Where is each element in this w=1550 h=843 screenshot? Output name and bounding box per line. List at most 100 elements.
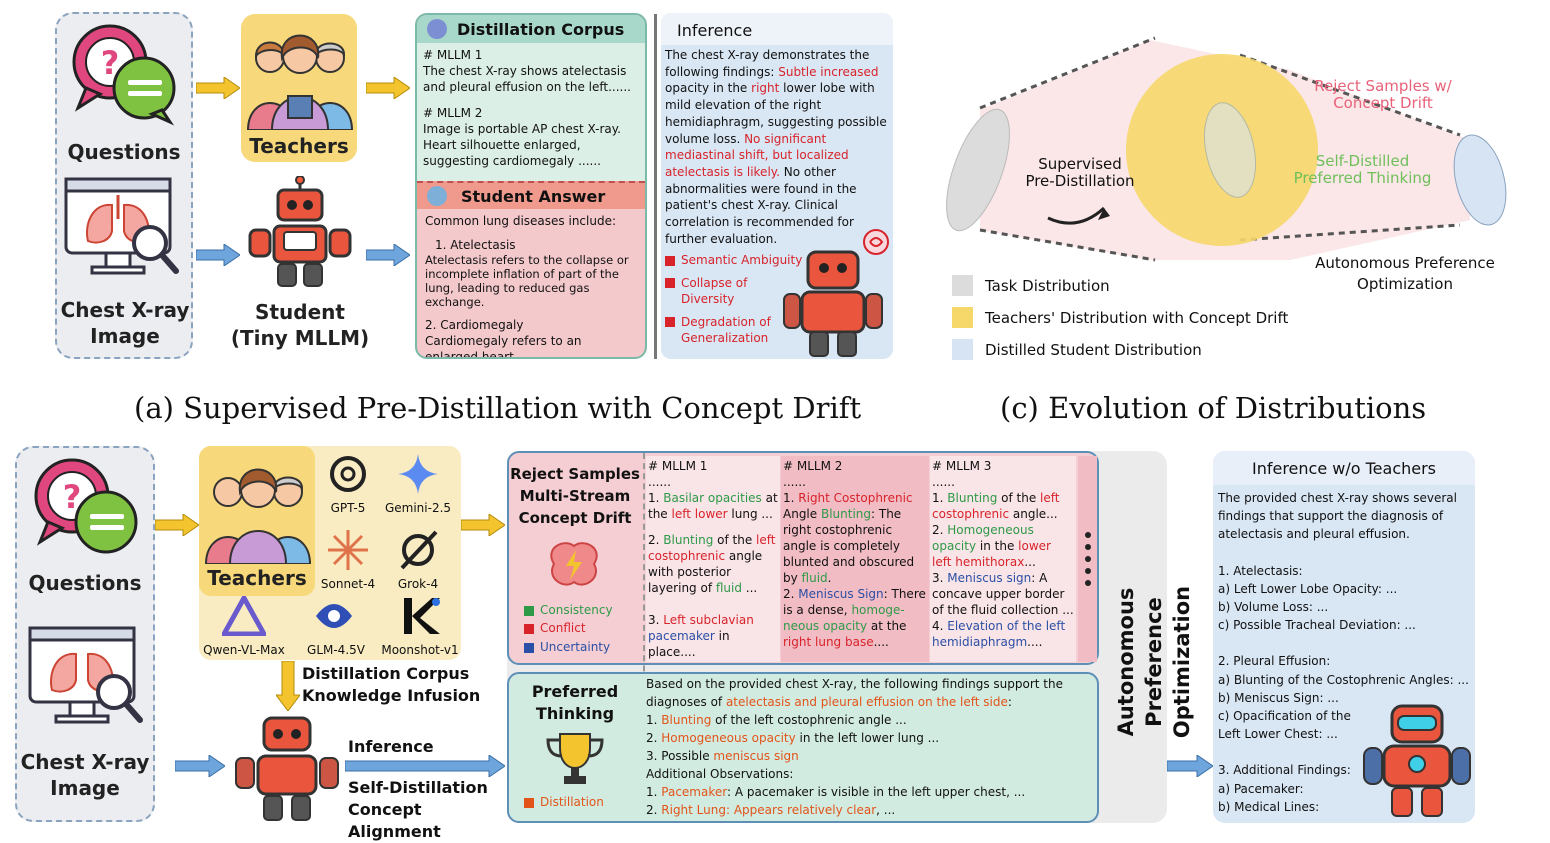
model-glm-label: GLM-4.5V (307, 643, 365, 657)
legend-conflict-label: Conflict (540, 621, 586, 635)
chest-xray-label-b: Chest X-ray Image (20, 750, 150, 800)
col2-item2: 2. Meniscus Sign: There is a dense, homo… (783, 587, 926, 649)
glm-logo-icon (316, 604, 352, 628)
chat-bubbles-icon: ? (72, 24, 176, 126)
legend-teacher: Teachers' Distribution with Concept Drif… (952, 307, 1288, 328)
legend-student-label: Distilled Student Distribution (985, 340, 1202, 359)
col3-dots: ...... (932, 475, 955, 489)
more-streams-dots (1078, 456, 1097, 662)
inf-wo-2c: c) Opacification of the Left Lower Chest… (1218, 709, 1351, 742)
legend-swatch-student (952, 339, 973, 360)
arrow-yellow-icon (196, 77, 240, 99)
col2-item1: 1. Right Costophrenic Angle Blunting: Th… (783, 491, 915, 585)
inf-wo-title: Inference w/o Teachers (1251, 459, 1437, 478)
issue-1-label: Semantic Ambiguity (681, 253, 803, 267)
arrow-yellow-icon (366, 77, 410, 99)
legend-conflict: Conflict (524, 620, 586, 636)
inf-p2: opacity in the (665, 81, 752, 96)
mllm2-head: # MLLM 2 (423, 106, 483, 120)
teachers-label-b: Teachers (207, 566, 307, 590)
col3-item1: 1. Blunting of the left costophrenic ang… (932, 491, 1060, 521)
preferred-text: Based on the provided chest X-ray, the f… (646, 675, 1086, 819)
moonshot-logo-icon (404, 598, 440, 634)
model-moonshot-label: Moonshot-v1 (381, 643, 459, 657)
chest-xray-monitor-icon (64, 177, 179, 275)
legend-task-label: Task Distribution (985, 276, 1110, 295)
chest-xray-monitor-icon (28, 626, 143, 724)
inf-r1: Subtle increased (778, 64, 879, 79)
advanced-robot-icon (1363, 704, 1471, 817)
sonnet-logo-icon (328, 530, 368, 570)
legend-swatch-task (952, 275, 973, 296)
pref-additional: Additional Observations: (646, 767, 794, 781)
issue-2-label: Collapse of Diversity (681, 276, 748, 306)
distribution-evolution-diagram (946, 36, 1507, 262)
arrow-blue-icon (1167, 755, 1213, 777)
pref-a2: 2. Right Lung: Appears relatively clear,… (646, 803, 896, 817)
student-answer-title: Student Answer (461, 186, 606, 206)
brain-lightning-icon (550, 542, 598, 586)
confused-robot-icon (783, 229, 889, 357)
sa-intro: Common lung diseases include: (425, 214, 616, 228)
pref-intro: Based on the provided chest X-ray, the f… (646, 677, 1063, 709)
infusion-label: Distillation Corpus Knowledge Infusion (302, 664, 481, 705)
qwen-logo-icon (222, 596, 266, 636)
apo-vertical-label: Autonomous Preference Optimization (1114, 585, 1194, 739)
issue-collapse: Collapse of Diversity (665, 275, 785, 307)
supervised-label: Supervised Pre-Distillation (1025, 155, 1135, 190)
inf-p3: lower lobe with mild elevation of the ri… (665, 81, 887, 146)
mllm-col-1: # MLLM 1 ...... 1. Basilar opacities at … (646, 456, 780, 662)
legend-task: Task Distribution (952, 275, 1110, 296)
model-gemini-label: Gemini-2.5 (384, 501, 452, 515)
svg-text:?: ? (101, 44, 120, 82)
legend-teacher-label: Teachers' Distribution with Concept Drif… (985, 308, 1289, 327)
legend-distillation: Distillation (524, 794, 604, 810)
inf-wo-3a: a) Pacemaker: (1218, 781, 1304, 796)
legend-distillation-label: Distillation (540, 795, 604, 809)
legend-student: Distilled Student Distribution (952, 339, 1202, 360)
model-qwen-label: Qwen-VL-Max (203, 643, 285, 657)
mllm1-text: The chest X-ray shows atelectasis and pl… (423, 64, 631, 94)
corpus-header: Distillation Corpus (417, 15, 645, 43)
mllm-col-2: # MLLM 2 ...... 1. Right Costophrenic An… (781, 456, 929, 662)
arrow-blue-icon (345, 755, 505, 777)
model-grok-label: Grok-4 (397, 577, 439, 591)
preferred-title: Preferred Thinking (531, 682, 619, 723)
sa-2-head: 2. Cardiomegaly (425, 318, 524, 332)
questions-label-b: Questions (28, 571, 142, 595)
teachers-icon (246, 34, 354, 130)
caption-c: (c) Evolution of Distributions (1000, 391, 1427, 425)
questions-label: Questions (67, 140, 181, 164)
hand-icon (427, 19, 447, 39)
arrow-blue-icon (366, 244, 410, 266)
model-sonnet-label: Sonnet-4 (320, 577, 376, 591)
arrow-yellow-icon (461, 514, 505, 536)
col3-head: # MLLM 3 (932, 459, 992, 473)
inf-wo-2a: a) Blunting of the Costophrenic Angles: … (1218, 672, 1469, 687)
gemini-logo-icon (398, 454, 438, 494)
svg-text:?: ? (63, 478, 82, 516)
inf-wo-1a: a) Left Lower Lobe Opacity: ... (1218, 581, 1398, 596)
inf-wo-body: The provided chest X-ray shows several f… (1218, 489, 1472, 816)
sa-1-head: 1. Atelectasis (435, 238, 516, 252)
student-robot-icon (235, 716, 339, 821)
sa-1-text: Atelectasis refers to the collapse or in… (425, 253, 629, 309)
inference-title: Inference (677, 21, 753, 40)
corpus-body: # MLLM 1 The chest X-ray shows atelectas… (417, 43, 645, 181)
inf-wo-1b: b) Volume Loss: ... (1218, 600, 1329, 615)
issue-3-label: Degradation of Generalization (681, 315, 771, 345)
student-answer-header: Student Answer (417, 181, 645, 209)
col1-item1: 1. Basilar opacities at the left lower l… (648, 491, 778, 521)
col3-item3: 3. Meniscus sign: A concave upper border… (932, 571, 1074, 617)
vertical-separator (654, 14, 657, 359)
grok-logo-icon (400, 530, 438, 570)
inference-header: Inference (661, 13, 893, 45)
preferred-thinking-panel (507, 672, 1099, 823)
chat-bubbles-icon: ? (34, 458, 138, 554)
inf-wo-1c: c) Possible Tracheal Deviation: ... (1218, 618, 1416, 633)
col1-item2: 2. Blunting of the left costophrenic ang… (648, 533, 776, 595)
reject-divider (643, 453, 645, 823)
mllm1-head: # MLLM 1 (423, 48, 483, 62)
inf-wo-1: 1. Atelectasis: (1218, 563, 1303, 578)
issue-semantic: Semantic Ambiguity (665, 252, 815, 268)
